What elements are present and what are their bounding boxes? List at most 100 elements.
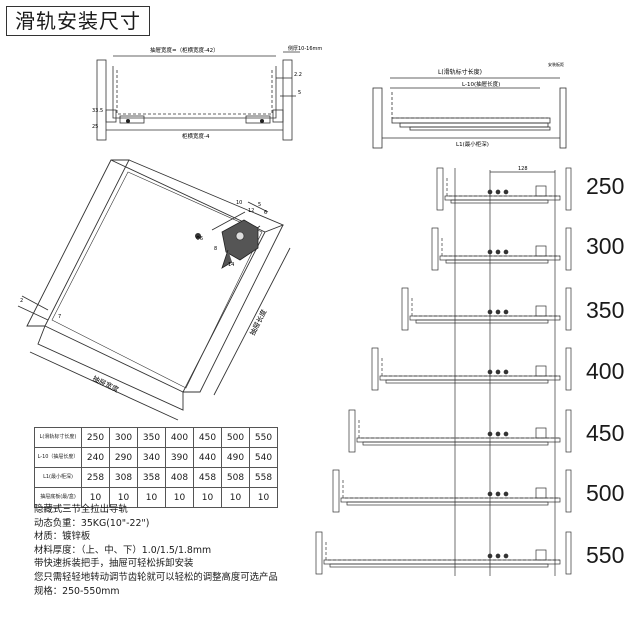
dim-a-label: 2.2: [294, 72, 302, 78]
front-panel: [332, 469, 340, 513]
iso-dim-7: 7: [58, 314, 61, 320]
drawer-front-wall: [37, 325, 184, 411]
iso-dim-14: 14: [228, 262, 234, 268]
rail-length-label: L(滑轨标寸长度): [438, 68, 482, 76]
rail-bracket: [535, 427, 547, 439]
iso-dim-10: 10: [236, 200, 242, 206]
rail-size-row: [371, 347, 572, 391]
rail-outer: [356, 437, 561, 443]
rail-screw-icon: [487, 249, 493, 255]
rail-size-label: 300: [586, 233, 625, 259]
rail-inner: [346, 501, 549, 506]
iso-dim-12: 12: [248, 208, 254, 214]
table-cell: 440: [193, 447, 222, 468]
right-clip-screw: [260, 119, 264, 123]
drawer-right-wall: [182, 224, 284, 393]
side-thickness-label: 侧厚10-16mm: [288, 45, 322, 52]
table-cell: 408: [165, 467, 194, 488]
rail-inner: [329, 563, 549, 568]
rail-screw-icon: [495, 249, 501, 255]
iso-dim-phi: Φ6: [196, 236, 203, 242]
spec-line: 材料厚度：（上、中、下）1.0/1.5/1.8mm: [34, 544, 212, 556]
back-panel: [565, 409, 572, 453]
spec-line: 带快速拆装把手，抽屉可轻松拆卸安装: [34, 558, 194, 570]
rail-screw-icon: [495, 491, 501, 497]
rail-size-label: 250: [586, 173, 625, 199]
rail-bracket: [535, 245, 547, 257]
rail-screw-icon: [487, 491, 493, 497]
spec-line: 材质：镀锌板: [34, 531, 91, 543]
rail-inner: [415, 319, 549, 324]
rail-back-panel: [559, 87, 567, 149]
spec-line: 您只需轻轻地转动调节齿轮就可以轻松的调整高度可选产品: [34, 571, 278, 583]
rail-screw-icon: [487, 553, 493, 559]
rail-size-label: 400: [586, 358, 625, 384]
drawer-outline: [441, 238, 560, 257]
rail-inner: [450, 199, 549, 204]
rail-size-label: 350: [586, 297, 625, 323]
rail-screw-icon: [495, 431, 501, 437]
table-cell: 10: [249, 487, 278, 508]
cabinet-left-side: [96, 59, 107, 141]
rail-screw-icon: [503, 249, 509, 255]
drawer-outline: [358, 420, 560, 439]
rail-size-row: [401, 287, 572, 331]
cabinet-width-label: 柜横宽度-4: [182, 132, 210, 140]
table-cell: 300: [109, 427, 138, 448]
rail-inner: [362, 441, 549, 446]
drawer-bottom: [51, 171, 263, 389]
table-cell: 10: [137, 487, 166, 508]
table-cell: 500: [221, 427, 250, 448]
spec-line: 规格：250-550mm: [34, 585, 120, 597]
rail-outer: [379, 375, 561, 381]
rail-screw-icon: [487, 189, 493, 195]
rail-screw-icon: [503, 553, 509, 559]
rail-bracket: [535, 549, 547, 561]
page-title: 滑轨安装尺寸: [6, 6, 150, 36]
table-cell: 540: [249, 447, 278, 468]
front-panel: [436, 167, 444, 211]
rail-screw-icon: [503, 431, 509, 437]
dim-c-label: 33.5: [92, 108, 103, 114]
rail-outer: [439, 255, 561, 261]
rail-screw-icon: [503, 189, 509, 195]
table-cell: 290: [109, 447, 138, 468]
rail-outer: [409, 315, 561, 321]
table-cell: 550: [249, 427, 278, 448]
back-panel: [565, 469, 572, 513]
rail-size-row: [315, 531, 572, 575]
back-panel: [565, 531, 572, 575]
rail-outer: [444, 195, 561, 201]
iso-dim-5: 5: [258, 202, 261, 208]
small-tag-label: 安装板距: [548, 61, 564, 67]
table-cell: 340: [137, 447, 166, 468]
spec-text-block: 隐藏式三节全拉出导轨动态负重：35KG(10"-22")材质：镀锌板材料厚度：（…: [34, 503, 278, 598]
iso-dim-6: 6: [264, 210, 267, 216]
rail-screw-icon: [487, 309, 493, 315]
back-panel: [565, 227, 572, 271]
back-panel: [565, 167, 572, 211]
iso-dim-2: 2: [20, 298, 23, 304]
drawer-outline: [342, 480, 560, 499]
drawer-back-wall: [110, 159, 285, 233]
pin-hole-icon: [195, 233, 201, 239]
table-cell: 10: [221, 487, 250, 508]
table-row-label: L1(最小柜深): [34, 467, 82, 488]
rail-screw-icon: [503, 491, 509, 497]
left-lock-clip: [119, 115, 145, 124]
table-cell: 308: [109, 467, 138, 488]
table-cell: 450: [193, 427, 222, 448]
dim-d-label: 25: [92, 124, 98, 130]
rail-inner: [385, 379, 549, 384]
rail-screw-icon: [495, 189, 501, 195]
rail-screw-icon: [503, 309, 509, 315]
inner-width-label: 抽屉宽度=（柜横宽度-42）: [150, 46, 219, 54]
front-panel: [431, 227, 439, 271]
table-cell: 258: [81, 467, 110, 488]
right-rail-profile: [272, 109, 284, 123]
